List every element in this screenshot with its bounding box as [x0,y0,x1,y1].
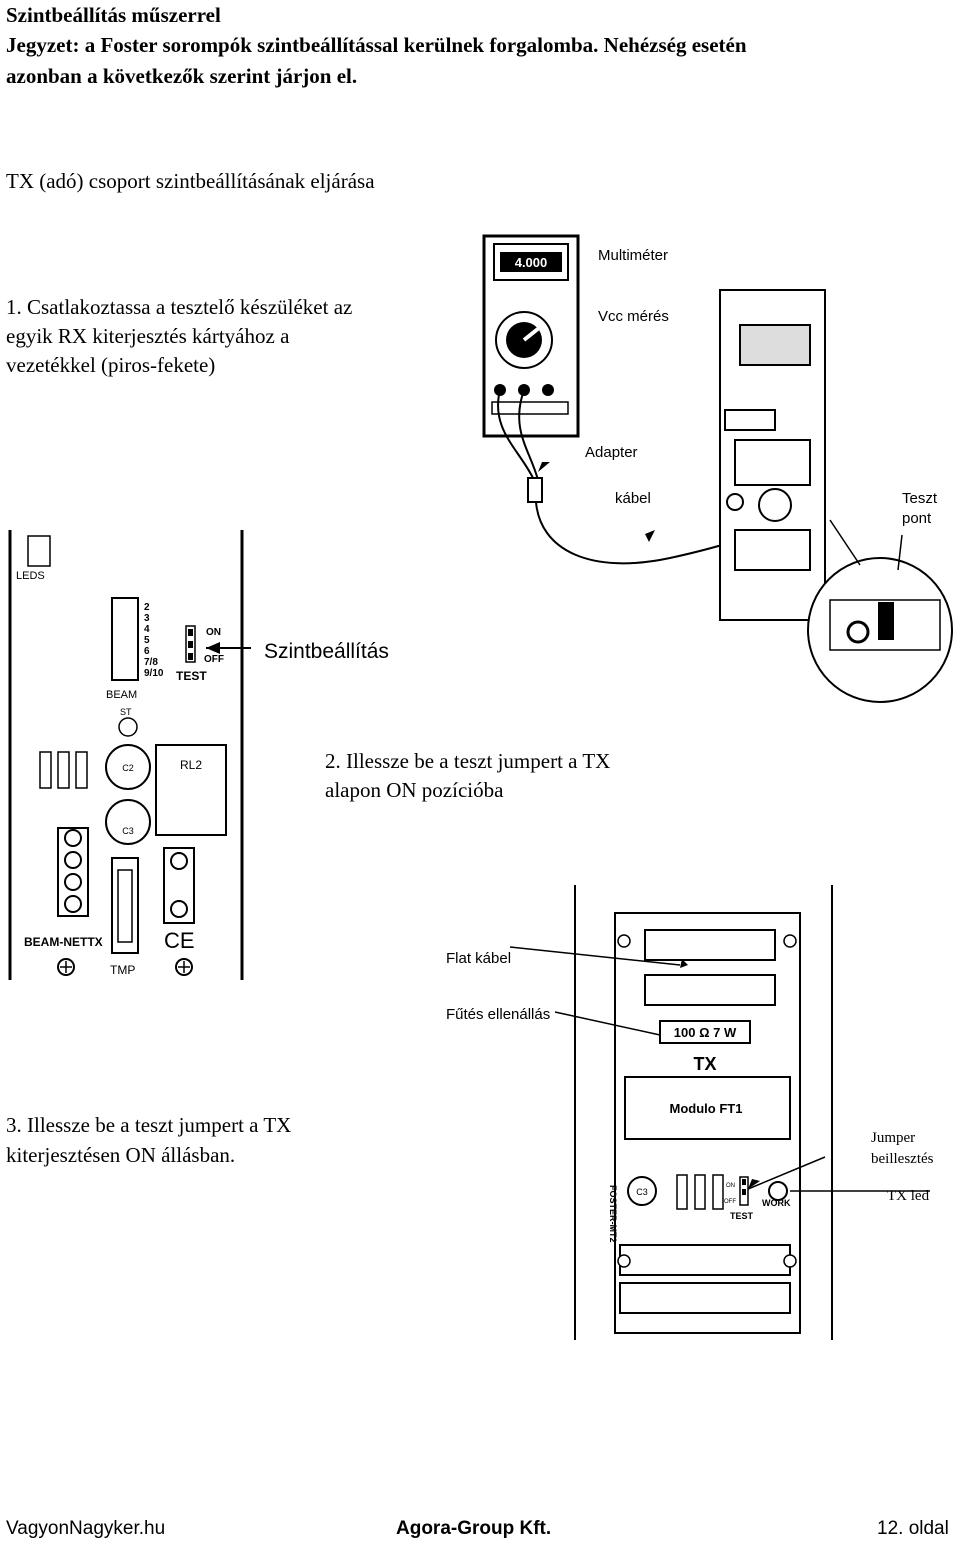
beam-number: 9/10 [144,668,164,679]
step1-line-2: egyik RX kiterjesztés kártyához a [6,324,290,348]
step3-line-2: kiterjesztésen ON állásban. [6,1143,236,1167]
label-st: ST [120,707,132,717]
step3-line-1: 3. Illessze be a teszt jumpert a TX [6,1113,292,1137]
module-label: Modulo FT1 [670,1101,743,1116]
label-beam: BEAM [106,689,137,701]
step1-line-3: vezetékkel (piros-fekete) [6,353,216,377]
label-work: WORK [762,1198,791,1208]
tx-expansion-figure: 100 Ω 7 W TX Modulo FT1 C3 ON OFF TEST W… [446,885,930,1340]
label-test-point-2: pont [902,510,932,527]
label-rl2: RL2 [180,758,202,772]
beam-number: 4 [144,624,150,635]
screw-icons [617,934,797,1268]
label-flat-cable: Flat kábel [446,950,511,967]
beam-number: 7/8 [144,657,158,668]
label-jumper-2: beillesztés [871,1151,934,1167]
multimeter-icon: 4.000 [482,234,580,438]
label-level-setting: Szintbeállítás [264,640,389,663]
beam-number: 3 [144,613,150,624]
label-heater: Fűtés ellenállás [446,1006,550,1023]
fig3-label-on: ON [726,1183,735,1189]
multimeter-figure: 4.000 Multiméter Vcc mérés Adapter kábel… [482,234,953,703]
label-adapter: Adapter [585,444,638,461]
label-jumper-1: Jumper [871,1130,916,1146]
step2-line-1: 2. Illessze be a teszt jumpert a TX [325,749,611,773]
label-vcc: Vcc mérés [598,308,669,325]
step2-line-2: alapon ON pozícióba [325,778,504,802]
footer-center: Agora-Group Kft. [396,1518,552,1539]
note-line-2: azonban a következők szerint járjon el. [6,64,358,88]
note-line-1: Jegyzet: a Foster sorompók szintbeállítá… [6,33,747,57]
label-test: TEST [176,669,207,683]
beam-number: 5 [144,635,150,646]
beam-number: 6 [144,646,150,657]
label-beam-nettx: BEAM-NETTX [24,935,103,949]
svg-text:C3: C3 [636,1187,648,1197]
label-tmp: TMP [110,963,135,977]
label-on: ON [206,627,221,638]
label-off: OFF [204,654,224,665]
label-ce: CE [164,928,195,953]
label-multimeter: Multiméter [598,247,668,264]
footer-right: 12. oldal [877,1518,949,1539]
label-test-point-1: Teszt [902,490,938,507]
screw-icon-right [175,958,193,976]
label-cable: kábel [615,490,651,507]
label-tx-led: TX led [887,1188,930,1204]
label-leds: LEDS [16,570,45,582]
section-title: TX (adó) csoport szintbeállításának eljá… [6,169,375,193]
fig3-label-test: TEST [730,1211,754,1221]
fig3-label-off: OFF [724,1199,736,1205]
screw-icon-left [57,958,75,976]
label-c2: C2 [122,763,134,773]
label-c3: C3 [122,826,134,836]
page-title: Szintbeállítás műszerrel [6,3,221,27]
rx-card-icon [719,289,826,621]
resistor-label: 100 Ω 7 W [674,1025,737,1040]
label-tx: TX [693,1054,716,1074]
step1-line-1: 1. Csatlakoztassa a tesztelő készüléket … [6,295,353,319]
beam-number: 2 [144,602,150,613]
adapter-plug-icon [527,477,543,503]
multimeter-display: 4.000 [515,255,548,270]
footer-left: VagyonNagyker.hu [6,1518,166,1539]
vertical-board-label: FOSTER-MT2 [608,1185,618,1243]
